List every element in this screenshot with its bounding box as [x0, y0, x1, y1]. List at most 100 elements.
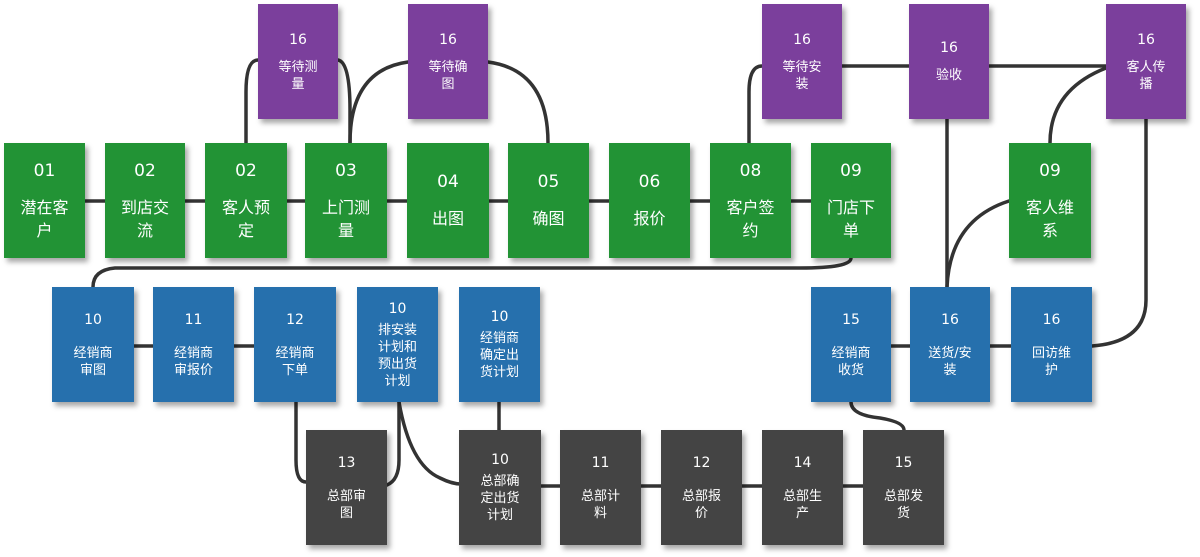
node-dealer-ship-plan: 10 经销商 确定出 货计划 [459, 287, 540, 402]
node-number: 15 [894, 454, 913, 471]
node-number: 06 [638, 172, 661, 192]
node-label: 等待测 量 [278, 59, 318, 92]
node-number: 10 [490, 309, 509, 325]
node-number: 04 [437, 172, 459, 192]
node-number: 16 [439, 31, 457, 48]
node-install-schedule: 10 排安装 计划和 预出货 计划 [357, 287, 438, 402]
node-number: 16 [941, 311, 959, 328]
node-number: 09 [1039, 160, 1061, 181]
node-number: 01 [33, 160, 56, 181]
node-customer-reserve: 02 客人预 定 [205, 143, 287, 258]
connector [385, 400, 401, 487]
node-number: 16 [1137, 31, 1155, 48]
node-number: 11 [591, 454, 610, 471]
node-dealer-order: 12 经销商 下单 [254, 287, 336, 402]
node-label: 经销商 审报价 [173, 345, 213, 378]
connector [348, 60, 410, 145]
connector [336, 58, 352, 145]
node-number: 02 [235, 160, 257, 181]
node-label: 等待安 装 [782, 59, 822, 92]
node-dealer-review-drawing: 10 经销商 审图 [52, 287, 134, 402]
node-hq-ship-plan: 10 总部确 定出货 计划 [459, 430, 541, 545]
node-dealer-review-quote: 11 经销商 审报价 [153, 287, 234, 402]
node-label: 客人预 定 [221, 197, 270, 240]
node-customer-maintain: 09 客人维 系 [1009, 143, 1091, 258]
node-label: 总部生 产 [782, 488, 822, 521]
node-label: 上门测 量 [321, 197, 370, 240]
node-number: 05 [537, 172, 560, 192]
connector [945, 199, 1011, 289]
connector [1090, 117, 1148, 348]
node-hq-ship: 15 总部发 货 [863, 430, 944, 545]
node-number: 08 [739, 160, 762, 181]
node-label: 总部报 价 [681, 488, 721, 521]
connector [1048, 66, 1108, 145]
node-drawing: 04 出图 [407, 143, 489, 258]
node-label: 客人传 播 [1126, 59, 1166, 92]
node-number: 12 [692, 454, 711, 471]
connector [849, 400, 906, 432]
node-label: 排安装 计划和 预出货 计划 [377, 322, 417, 389]
node-accept: 16 验收 [909, 4, 989, 119]
node-label: 门店下 单 [826, 197, 875, 240]
node-number: 14 [793, 454, 812, 471]
node-dealer-receive: 15 经销商 收货 [811, 287, 891, 402]
node-quote: 06 报价 [609, 143, 690, 258]
node-label: 总部发 货 [883, 488, 923, 521]
node-label: 客人维 系 [1025, 197, 1074, 240]
node-hq-calc: 11 总部计 料 [560, 430, 641, 545]
connector [244, 58, 260, 145]
node-label: 客户签 约 [726, 197, 775, 240]
node-number: 16 [940, 40, 958, 56]
connector [486, 60, 550, 145]
node-confirm-drawing: 05 确图 [508, 143, 589, 258]
connector [397, 400, 463, 486]
connector [294, 400, 308, 484]
node-label: 经销商 确定出 货计划 [479, 331, 519, 380]
node-label: 报价 [633, 209, 666, 228]
node-revisit-maintain: 16 回访维 护 [1011, 287, 1092, 402]
node-onsite-measure: 03 上门测 量 [305, 143, 387, 258]
node-wait-measure: 16 等待测 量 [258, 4, 338, 119]
node-number: 11 [184, 311, 203, 328]
node-wait-confirm: 16 等待确 图 [408, 4, 488, 119]
node-number: 15 [842, 311, 860, 328]
node-number: 10 [388, 300, 407, 317]
node-number: 13 [337, 454, 356, 471]
node-label: 送货/安 装 [928, 345, 972, 378]
connector [91, 256, 853, 289]
node-sign-contract: 08 客户签 约 [710, 143, 791, 258]
node-label: 总部计 料 [580, 488, 620, 521]
node-label: 总部确 定出货 计划 [480, 474, 520, 523]
node-number: 16 [793, 31, 811, 48]
node-number: 12 [286, 311, 304, 328]
node-label: 经销商 下单 [275, 345, 315, 378]
node-hq-quote: 12 总部报 价 [661, 430, 742, 545]
node-number: 09 [840, 160, 862, 181]
node-number: 02 [134, 160, 156, 181]
node-label: 等待确 图 [428, 59, 468, 92]
node-label: 验收 [935, 68, 962, 83]
node-label: 总部审 图 [326, 488, 366, 521]
node-number: 16 [289, 31, 307, 48]
node-label: 回访维 护 [1031, 345, 1071, 378]
node-label: 经销商 收货 [831, 345, 871, 378]
node-hq-produce: 14 总部生 产 [762, 430, 843, 545]
node-potential-customer: 01 潜在客 户 [4, 143, 85, 258]
node-number: 10 [84, 311, 102, 328]
node-label: 到店交 流 [120, 197, 169, 240]
node-label: 确图 [532, 209, 565, 228]
node-number: 10 [491, 452, 509, 468]
node-store-visit: 02 到店交 流 [105, 143, 185, 258]
connector [747, 64, 764, 145]
node-spread: 16 客人传 播 [1106, 4, 1186, 119]
node-hq-review: 13 总部审 图 [306, 430, 387, 545]
node-label: 出图 [431, 209, 464, 228]
node-deliver-install: 16 送货/安 装 [910, 287, 990, 402]
node-number: 03 [335, 160, 357, 181]
node-number: 16 [1042, 311, 1061, 328]
node-wait-install: 16 等待安 装 [762, 4, 842, 119]
node-label: 潜在客 户 [20, 197, 69, 240]
node-store-order: 09 门店下 单 [811, 143, 891, 258]
